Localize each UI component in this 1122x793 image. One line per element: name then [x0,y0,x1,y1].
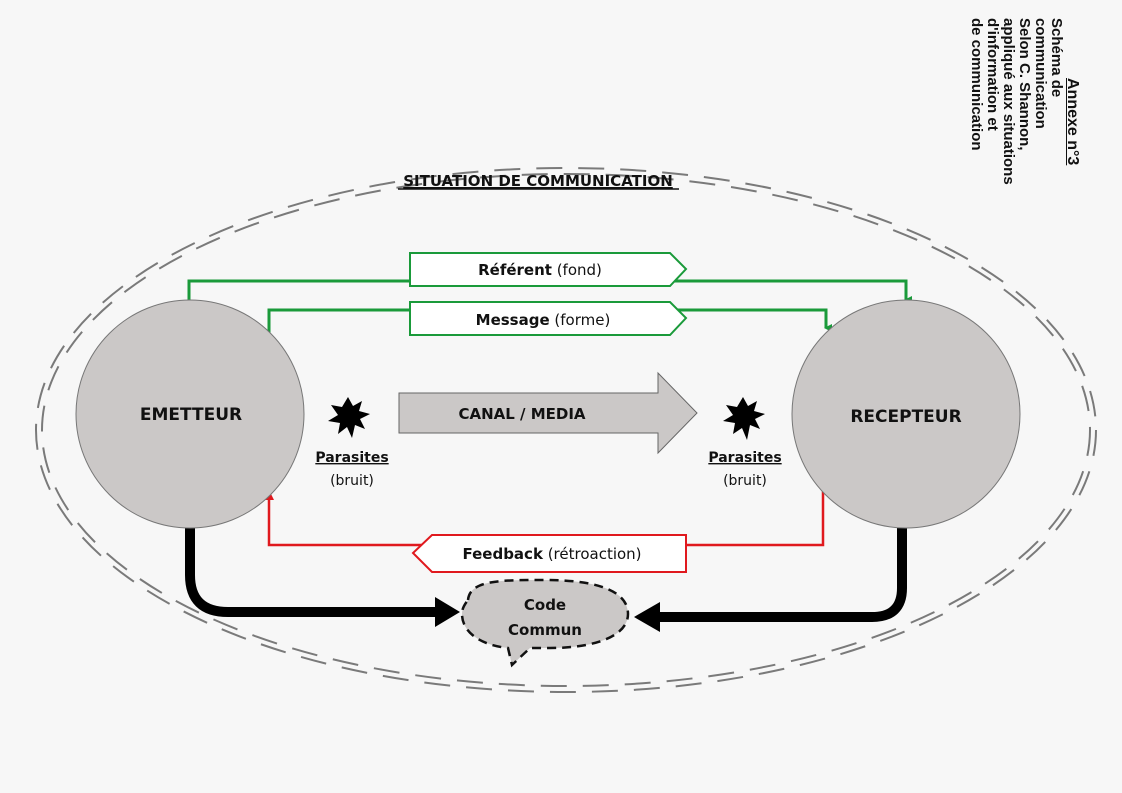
message-box: Message (forme) [409,301,688,336]
parasites-left-sub: (bruit) [330,473,374,489]
code-line1: Code [524,596,566,614]
referent-label: Référent [478,261,552,279]
recepteur-label: RECEPTEUR [850,407,961,427]
code-commun-bubble: Code Commun [460,578,630,668]
parasites-left-title: Parasites [315,450,388,466]
annexe-line: Selon C. Shannon, [1016,18,1033,151]
referent-box: Référent (fond) [409,252,688,287]
emetteur-label: EMETTEUR [140,405,242,425]
canal-label: CANAL / MEDIA [458,405,585,423]
canal-arrow: CANAL / MEDIA [398,371,698,455]
situation-boundary [35,167,1097,693]
recepteur-code-arrowhead [634,602,660,632]
emetteur-node: EMETTEUR [75,299,305,529]
emetteur-code-path [185,525,440,617]
annexe-line: appliqué aux situations [1000,18,1017,185]
annexe-line: d'information et [984,18,1001,131]
feedback-label: Feedback [462,545,543,563]
noise-burst-icon [723,397,765,440]
code-line2: Commun [508,621,582,639]
emetteur-code-arrowhead [435,597,460,627]
situation-label: SITUATION DE COMMUNICATION [403,172,673,190]
parasites-left: Parasites (bruit) [315,397,389,489]
parasites-right: Parasites (bruit) [708,397,782,489]
feedback-sub: (rétroaction) [543,545,642,563]
svg-text:Feedback (rétroaction): Feedback (rétroaction) [462,545,641,563]
message-label: Message [476,311,550,329]
noise-burst-icon [328,397,370,438]
referent-sub: (fond) [552,261,602,279]
parasites-right-sub: (bruit) [723,473,767,489]
annexe-caption: Annexe n°3 Schéma de communication Selon… [940,18,1120,188]
feedback-box: Feedback (rétroaction) [411,534,687,573]
svg-text:Référent (fond): Référent (fond) [478,261,602,279]
parasites-right-title: Parasites [708,450,781,466]
annexe-line: de communication [968,18,985,151]
annexe-line: Schéma de communication [1032,18,1065,129]
svg-text:Message (forme): Message (forme) [476,311,611,329]
message-sub: (forme) [550,311,611,329]
annexe-title: Annexe n°3 [1064,78,1081,166]
recepteur-node: RECEPTEUR [791,299,1021,529]
recepteur-code-path [656,528,907,622]
